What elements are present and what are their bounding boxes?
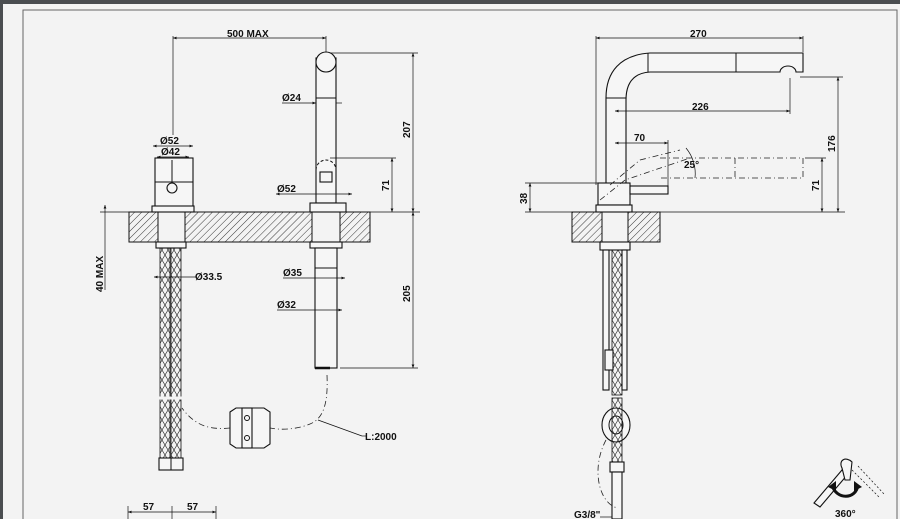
dim-hose-diameter: Ø33.5 <box>195 272 223 283</box>
dim-handle-angle: 25° <box>684 160 699 171</box>
dim-spout-height: 176 <box>827 135 838 152</box>
dim-handle-base-height: 38 <box>519 192 530 204</box>
side-view-dimensions: 270 226 70 25° 176 71 38 G3/8" <box>519 29 845 519</box>
dim-shank-lower: Ø32 <box>277 300 296 311</box>
dim-spout-base: Ø52 <box>277 184 296 195</box>
dim-pullout-height: 71 <box>811 179 822 191</box>
dim-handle-inner: Ø42 <box>161 147 180 158</box>
drawing-viewer: 500 MAX Ø24 Ø52 Ø42 Ø52 207 71 40 MAX Ø3… <box>3 4 900 519</box>
dim-spread: 500 MAX <box>227 29 269 40</box>
sheet-border <box>22 9 898 519</box>
rotation-360-icon: 360° <box>813 458 885 519</box>
dim-spout-diameter: Ø24 <box>282 93 301 104</box>
pullout-ghost <box>660 157 804 179</box>
front-view <box>128 51 371 471</box>
side-handle <box>597 182 631 206</box>
hose-left <box>159 247 171 469</box>
shank-tube <box>314 247 338 369</box>
dim-handle-height: 71 <box>381 179 392 191</box>
hose-right <box>170 247 182 469</box>
technical-drawing: 500 MAX Ø24 Ø52 Ø42 Ø52 207 71 40 MAX Ø3… <box>22 9 898 519</box>
dim-shank-upper: Ø35 <box>283 268 302 279</box>
label-thread: G3/8" <box>574 510 601 519</box>
dim-handle-outer: Ø52 <box>160 136 179 147</box>
label-rotation: 360° <box>835 509 856 519</box>
dim-spout-reach: 226 <box>692 102 709 113</box>
dim-handle-reach: 70 <box>634 133 646 144</box>
handle-knob <box>166 182 178 194</box>
label-hose-length: L:2000 <box>365 432 397 443</box>
dim-spacing-left: 57 <box>143 502 155 513</box>
dim-reach: 270 <box>690 29 707 40</box>
dim-counter-thickness: 40 MAX <box>95 256 106 292</box>
side-view <box>571 52 804 519</box>
dim-shank-length: 205 <box>402 285 413 302</box>
pullout-spout <box>605 52 804 185</box>
front-view-dimensions: 500 MAX Ø24 Ø52 Ø42 Ø52 207 71 40 MAX Ø3… <box>95 29 420 519</box>
dim-spacing-right: 57 <box>187 502 199 513</box>
dim-total-height: 207 <box>402 121 413 138</box>
